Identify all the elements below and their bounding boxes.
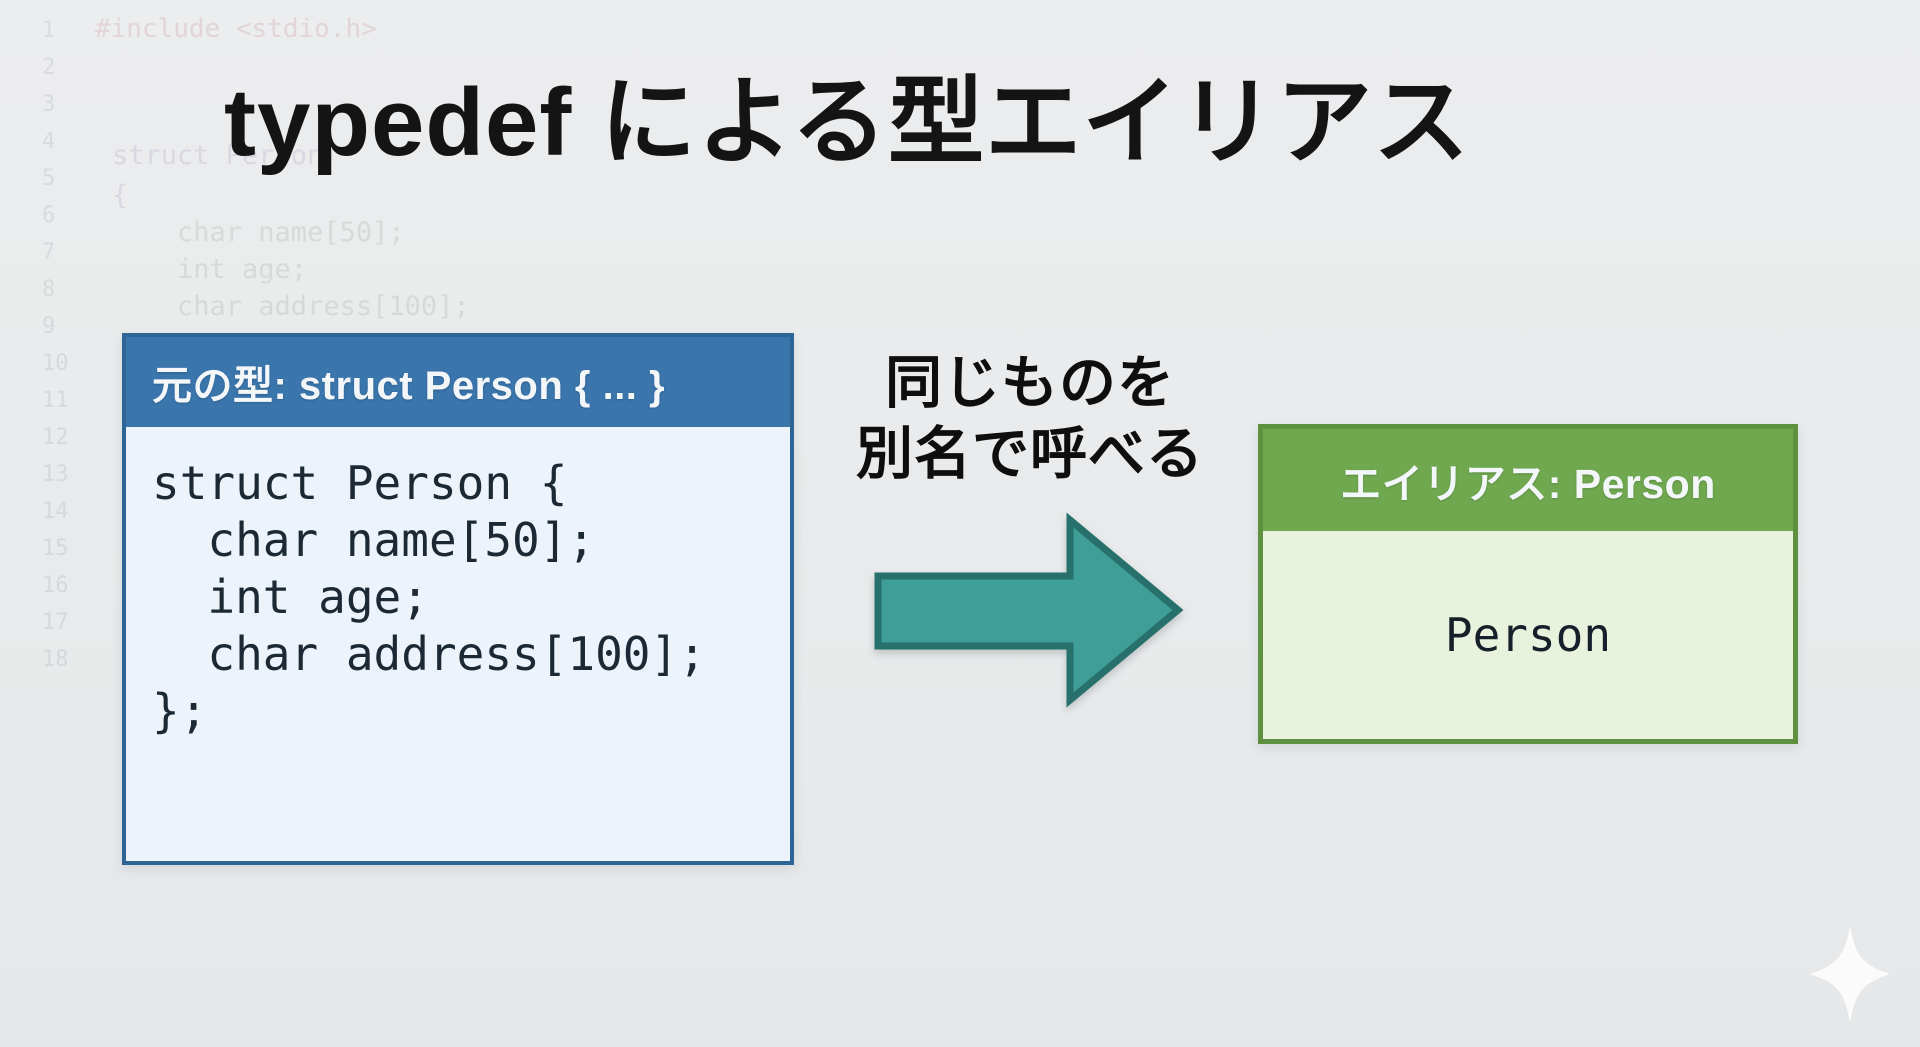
original-type-box: 元の型: struct Person { ... } struct Person… xyxy=(122,333,794,865)
alias-name-label: Person xyxy=(1444,608,1612,662)
page-title: typedef による型エイリアス xyxy=(224,69,1471,176)
right-arrow-icon xyxy=(872,512,1184,708)
watermark-member-lines: char name[50]; int age; char address[100… xyxy=(177,217,470,322)
alias-box-header: エイリアス: Person xyxy=(1263,429,1793,531)
watermark-line-numbers: 1 2 3 4 5 6 7 8 9 10 11 12 13 14 15 16 1… xyxy=(42,18,69,672)
arrow-caption: 同じものを 別名で呼べる xyxy=(856,351,1204,486)
alias-box: エイリアス: Person Person xyxy=(1258,424,1798,744)
struct-code-block: struct Person { char name[50]; int age; … xyxy=(152,456,706,738)
sparkle-icon xyxy=(1798,922,1902,1026)
original-type-box-header: 元の型: struct Person { ... } xyxy=(126,337,790,427)
watermark-include-line: #include <stdio.h> xyxy=(95,14,377,44)
